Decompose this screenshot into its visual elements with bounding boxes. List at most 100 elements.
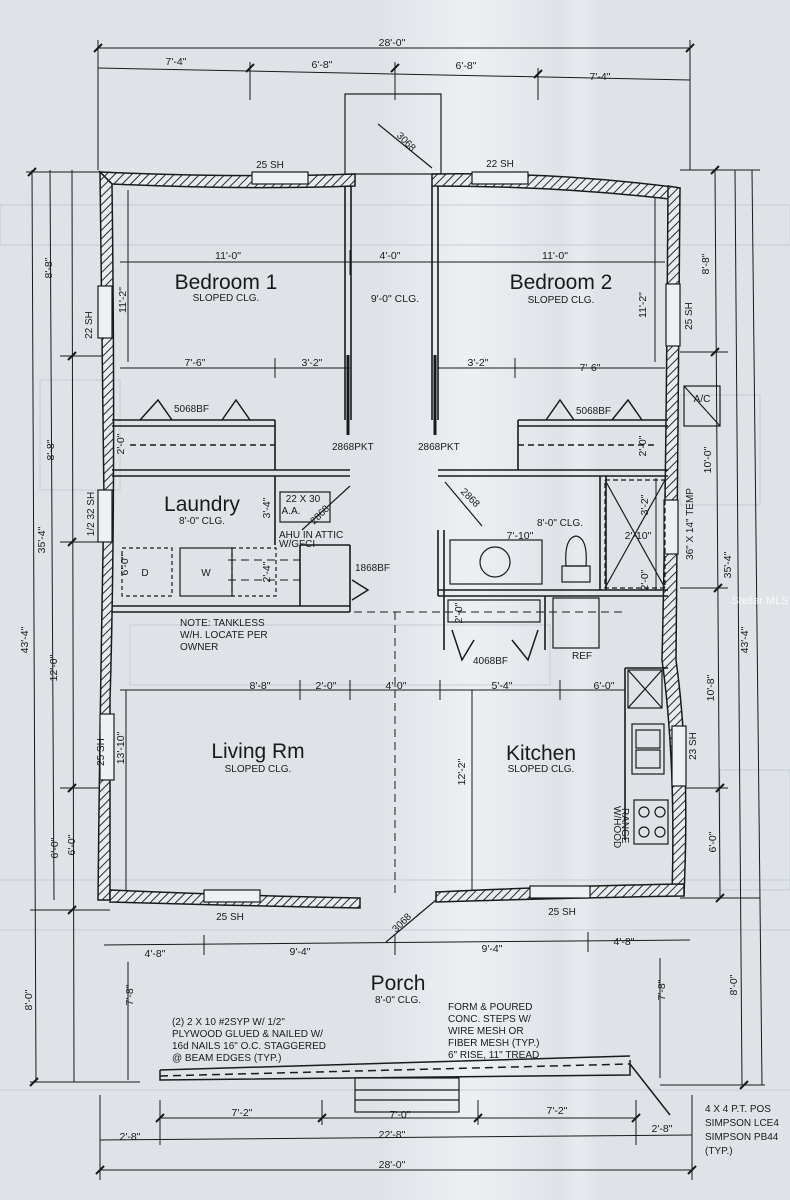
dim-porch-3: 9'-4": [482, 943, 503, 955]
porch-edge: [159, 1055, 671, 1116]
note-post-4: (TYP.): [705, 1146, 733, 1157]
bedroom2-ceiling: SLOPED CLG.: [528, 295, 595, 306]
window-right-mid: 36" X 14" TEMP: [685, 488, 696, 560]
label-ac: A/C: [694, 394, 711, 405]
dimension-ticks: [27, 43, 749, 1175]
door-closet-left: 5068BF: [174, 404, 209, 415]
window-top-left: 25 SH: [256, 160, 284, 171]
dim-left-3: 12'-0": [48, 654, 60, 681]
dim-closet1-depth: 2'-0": [115, 433, 127, 454]
dim-bottom-3: 2'-8": [652, 1123, 673, 1135]
laundry-ceiling: 8'-0" CLG.: [179, 516, 225, 527]
window-openings: [97, 171, 687, 903]
dim-porch-2: 9'-4": [290, 946, 311, 958]
dim-bottom-2: 22'-8": [379, 1129, 406, 1141]
paper-fold-highlight-2: [560, 0, 600, 1200]
dim-right-3: 10'-8": [705, 674, 717, 701]
dim-bed1-depth: 11'-2": [117, 287, 129, 313]
dim-laundry-2: 2'-4": [261, 561, 273, 582]
window-right-lower: 23 SH: [688, 732, 699, 760]
watermark: Stellar MLS: [732, 595, 789, 607]
dim-step-1: 7'-2": [232, 1107, 253, 1119]
note-steps-5: 6" RISE, 11" TREAD: [448, 1050, 539, 1061]
window-right-upper: 25 SH: [684, 302, 695, 330]
dim-bath-1: 7'-10": [507, 530, 534, 542]
bedroom1-name: Bedroom 1: [175, 271, 278, 294]
dim-right-5: 8'-0": [728, 974, 740, 995]
dim-right-4: 6'-0": [707, 831, 719, 852]
dim-main-2: 2'-0": [316, 680, 337, 692]
dim-left-overall: 43'-4": [19, 626, 31, 653]
window-left-upper: 22 SH: [84, 311, 95, 339]
laundry-name: Laundry: [164, 493, 240, 516]
dim-closet-2: 3'-2": [302, 357, 323, 369]
dim-main-1: 8'-8": [250, 680, 271, 692]
fixtures: [121, 385, 721, 845]
window-left-mid: 1/2 32 SH: [86, 492, 97, 536]
swing-doors: [301, 481, 483, 531]
bedroom1-ceiling: SLOPED CLG.: [193, 293, 260, 304]
dim-closet-1: 7'-6": [185, 357, 206, 369]
label-washer: W: [201, 568, 211, 579]
dim-right-1: 8'-8": [700, 253, 712, 274]
dim-top-4: 7'-4": [590, 71, 611, 83]
porch-ceiling: 8'-0" CLG.: [375, 995, 421, 1006]
dim-top-1: 7'-4": [166, 56, 187, 68]
door-closet-right: 5068BF: [576, 406, 611, 417]
dim-bed-w-right: 11'-0": [542, 250, 568, 262]
dim-laundry-3: 6'-0": [119, 554, 131, 575]
dim-left-house: 35'-4": [36, 526, 48, 553]
room-labels: Bedroom 1 SLOPED CLG. Bedroom 2 SLOPED C…: [164, 271, 612, 1006]
dim-porch-left: 7'-8": [124, 984, 136, 1005]
bleed-through-lines: [0, 204, 790, 1091]
dimension-labels: 28'-0" 7'-4" 6'-8" 6'-8" 7'-4" 28'-0" 2'…: [120, 37, 673, 1171]
window-left-lower: 25 SH: [96, 738, 107, 766]
dim-bath-d2: 2'-0": [639, 569, 651, 590]
note-steps-1: FORM & POURED: [448, 1002, 532, 1013]
pocket-doors: [346, 355, 437, 435]
door-pocket-right: 2868PKT: [418, 442, 460, 453]
note-steps-2: CONC. STEPS W/: [448, 1014, 531, 1025]
dim-step-3: 7'-2": [547, 1105, 568, 1117]
dim-bottom-overall: 28'-0": [379, 1159, 406, 1171]
note-steps-3: WIRE MESH OR: [448, 1026, 524, 1037]
door-laundry-closet: 1868BF: [355, 563, 390, 574]
bedroom2-name: Bedroom 2: [510, 271, 613, 294]
dim-main-4: 5'-4": [492, 680, 513, 692]
dim-kitchen-depth: 12'-2": [456, 758, 468, 785]
note-steps-4: FIBER MESH (TYP.): [448, 1038, 540, 1049]
dim-top-3: 6'-8": [456, 60, 477, 72]
note-post-1: 4 X 4 P.T. POS: [705, 1104, 771, 1115]
dim-porch-4: 4'-8": [614, 936, 635, 948]
note-tankless-2: W/H. LOCATE PER: [180, 630, 268, 641]
dim-top-2: 6'-8": [312, 59, 333, 71]
dim-bath-d1: 3'-2": [639, 494, 651, 515]
dim-right-overall: 43'-4": [739, 626, 751, 653]
dim-left-2: 8'-8": [45, 439, 57, 460]
dim-step-2: 7'-0": [390, 1109, 411, 1121]
label-ahu4: W/GFCI: [279, 539, 315, 550]
window-bottom-left: 25 SH: [216, 912, 244, 923]
window-bottom-right: 25 SH: [548, 907, 576, 918]
dim-left-4: 6'-0": [49, 837, 61, 858]
bifold-doors: [139, 398, 643, 662]
note-beam-2: PLYWOOD GLUED & NAILED W/: [172, 1029, 323, 1040]
dim-left-lower: 6'-0": [66, 834, 78, 855]
living-ceiling: SLOPED CLG.: [225, 764, 292, 775]
note-beam-3: 16d NAILS 16" O.C. STAGGERED: [172, 1041, 326, 1052]
vertical-dimension-labels: 8'-8" 8'-8" 12'-0" 6'-0" 8'-0" 35'-4" 43…: [19, 253, 751, 1010]
dim-right-house: 35'-4": [722, 551, 734, 578]
dim-right-2: 10'-0": [702, 446, 714, 473]
note-tankless-1: NOTE: TANKLESS: [180, 618, 265, 629]
kitchen-ceiling: SLOPED CLG.: [508, 764, 575, 775]
notes: NOTE: TANKLESS W/H. LOCATE PER OWNER (2)…: [172, 618, 779, 1157]
dim-bottom-1: 2'-8": [120, 1131, 141, 1143]
window-top-right: 22 SH: [486, 159, 514, 170]
dim-living-depth: 13'-10": [115, 731, 127, 764]
dim-left-1: 8'-8": [43, 257, 55, 278]
misc-labels: A/C 22 X 30 A.A. AHU IN ATTIC W/GFCI W D…: [141, 394, 788, 848]
hall-ceiling: 9'-0" CLG.: [371, 293, 419, 305]
dim-closet2-depth: 2'-0": [637, 435, 649, 456]
dim-main-3: 4'-0": [386, 680, 407, 692]
